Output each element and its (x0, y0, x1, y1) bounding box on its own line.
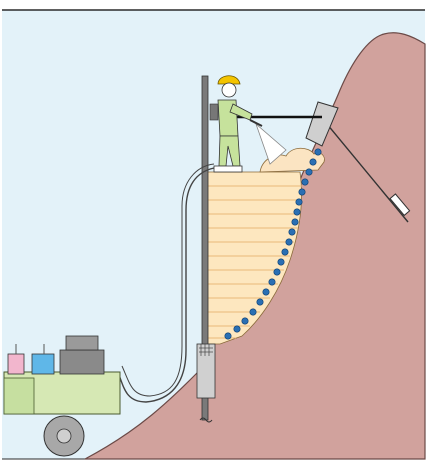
pump-unit (60, 350, 104, 374)
pump-top (66, 336, 98, 350)
worker-backpack (210, 104, 218, 120)
truck-hub (57, 429, 71, 443)
worker-head (222, 83, 236, 97)
worker-boots (214, 166, 242, 172)
tank-pink (8, 354, 24, 374)
tank-blue (32, 354, 54, 374)
truck-cab (4, 378, 34, 414)
